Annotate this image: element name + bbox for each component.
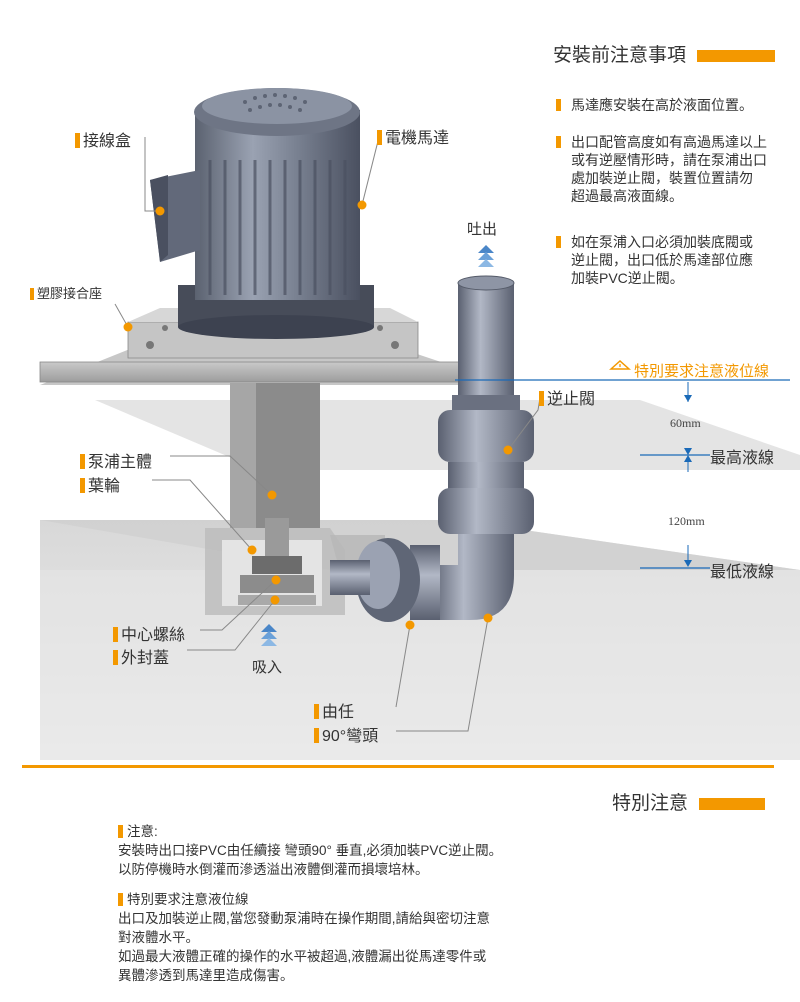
label-plastic-seat: 塑膠接合座 xyxy=(30,283,102,302)
install-note-2-line-2: 或有逆壓情形時，請在泵浦出口 xyxy=(571,152,767,168)
measurement-60mm: 60mm xyxy=(670,416,701,430)
label-check-valve: 逆止閥 xyxy=(539,385,595,409)
install-note-2-line-1: 出口配管高度如有高過馬達以上 xyxy=(571,134,767,150)
install-note-2-line-4: 超過最高液面線。 xyxy=(571,188,683,204)
max-level-label: 最高液線 xyxy=(710,450,775,467)
special-note-1-line-2: 以防停機時水倒灌而滲透溢出液體倒灌而損壞培林。 xyxy=(118,862,429,877)
special-note-block-2: 特別要求注意液位線 出口及加裝逆止閥,當您發動泵浦時在操作期間,請給與密切注意 … xyxy=(118,890,490,985)
special-note-2-line-3: 如過最大液體正確的操作的水平被超過,液體漏出從馬達零件或 xyxy=(118,949,487,964)
install-note-2-line-3: 處加裝逆止閥，裝置位置請勿 xyxy=(571,170,753,186)
special-note-1-heading: 注意: xyxy=(127,824,158,839)
level-lines xyxy=(455,359,790,569)
outlet-label: 吐出 xyxy=(467,221,498,238)
electric-motor xyxy=(150,88,374,339)
outlet-flow-arrow xyxy=(478,245,494,267)
install-note-3: 如在泵浦入口必須加裝底閥或 逆止閥，出口低於馬達部位應 加裝PVC逆止閥。 xyxy=(556,233,796,287)
install-note-1: 馬達應安裝在高於液面位置。 xyxy=(556,96,796,114)
title-accent-bar-2 xyxy=(699,797,766,810)
special-note-2-line-2: 對液體水平。 xyxy=(118,930,199,945)
install-note-3-line-3: 加裝PVC逆止閥。 xyxy=(571,270,684,286)
label-elbow: 90°彎頭 xyxy=(314,722,378,746)
label-union: 由任 xyxy=(314,698,354,722)
inlet-flow-arrow xyxy=(261,624,277,646)
install-notes-title: 安裝前注意事項 xyxy=(553,40,776,67)
measurement-120mm: 120mm xyxy=(668,514,705,528)
special-notes-title: 特別注意 xyxy=(612,788,766,815)
install-note-2: 出口配管高度如有高過馬達以上 或有逆壓情形時，請在泵浦出口 處加裝逆止閥，裝置位… xyxy=(556,133,796,205)
special-note-2-line-1: 出口及加裝逆止閥,當您發動泵浦時在操作期間,請給與密切注意 xyxy=(118,911,491,926)
install-note-3-line-1: 如在泵浦入口必須加裝底閥或 xyxy=(571,234,753,250)
label-pump-body: 泵浦主體 xyxy=(80,448,152,472)
pump-diagram xyxy=(39,88,800,760)
section-divider xyxy=(22,765,774,768)
install-note-1-line-1: 馬達應安裝在高於液面位置。 xyxy=(571,97,753,113)
outlet-piping xyxy=(330,275,534,622)
title-accent-bar xyxy=(697,49,776,62)
label-impeller: 葉輪 xyxy=(80,472,120,496)
special-note-2-heading: 特別要求注意液位線 xyxy=(127,892,249,907)
leader-lines xyxy=(114,137,541,732)
special-level-label: 特別要求注意液位線 xyxy=(634,363,770,380)
special-note-2-line-4: 異體滲透到馬達里造成傷害。 xyxy=(118,968,294,983)
leader-dots xyxy=(123,200,513,630)
label-junction-box: 接線盒 xyxy=(75,127,131,151)
label-motor: 電機馬達 xyxy=(377,124,449,148)
inlet-label: 吸入 xyxy=(252,659,283,676)
special-note-1-line-1: 安裝時出口接PVC由任續接 彎頭90° 垂直,必須加裝PVC逆止閥。 xyxy=(118,843,503,858)
install-note-3-line-2: 逆止閥，出口低於馬達部位應 xyxy=(571,252,753,268)
min-level-label: 最低液線 xyxy=(710,564,775,581)
label-outer-cover: 外封蓋 xyxy=(113,644,169,668)
label-center-screw: 中心螺絲 xyxy=(113,621,185,645)
special-note-block-1: 注意: 安裝時出口接PVC由任續接 彎頭90° 垂直,必須加裝PVC逆止閥。 以… xyxy=(118,822,502,879)
